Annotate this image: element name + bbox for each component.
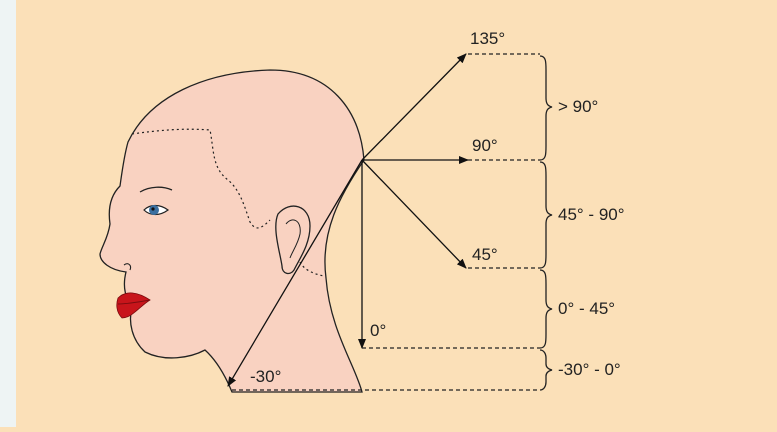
range-minus30-0: -30° - 0° [558, 360, 621, 379]
brace-45-90 [540, 162, 552, 268]
range-0-45: 0° - 45° [558, 299, 615, 318]
label-90: 90° [472, 136, 498, 155]
brace-0-45 [540, 270, 552, 348]
arrow-45 [362, 160, 466, 268]
brace-minus30-0 [540, 350, 552, 390]
range-over90: > 90° [558, 97, 598, 116]
label-135: 135° [470, 29, 505, 48]
left-panel [0, 0, 16, 427]
label-0: 0° [370, 321, 386, 340]
range-45-90: 45° - 90° [558, 205, 625, 224]
arrow-135 [362, 54, 466, 160]
label-45: 45° [472, 245, 498, 264]
head-illustration [100, 70, 364, 392]
range-braces [540, 56, 552, 390]
range-labels: > 90° 45° - 90° 0° - 45° -30° - 0° [558, 97, 625, 379]
brace-over90 [540, 56, 552, 160]
head-outline [100, 70, 364, 392]
label-minus30: -30° [250, 367, 281, 386]
eye-pupil [151, 207, 154, 210]
